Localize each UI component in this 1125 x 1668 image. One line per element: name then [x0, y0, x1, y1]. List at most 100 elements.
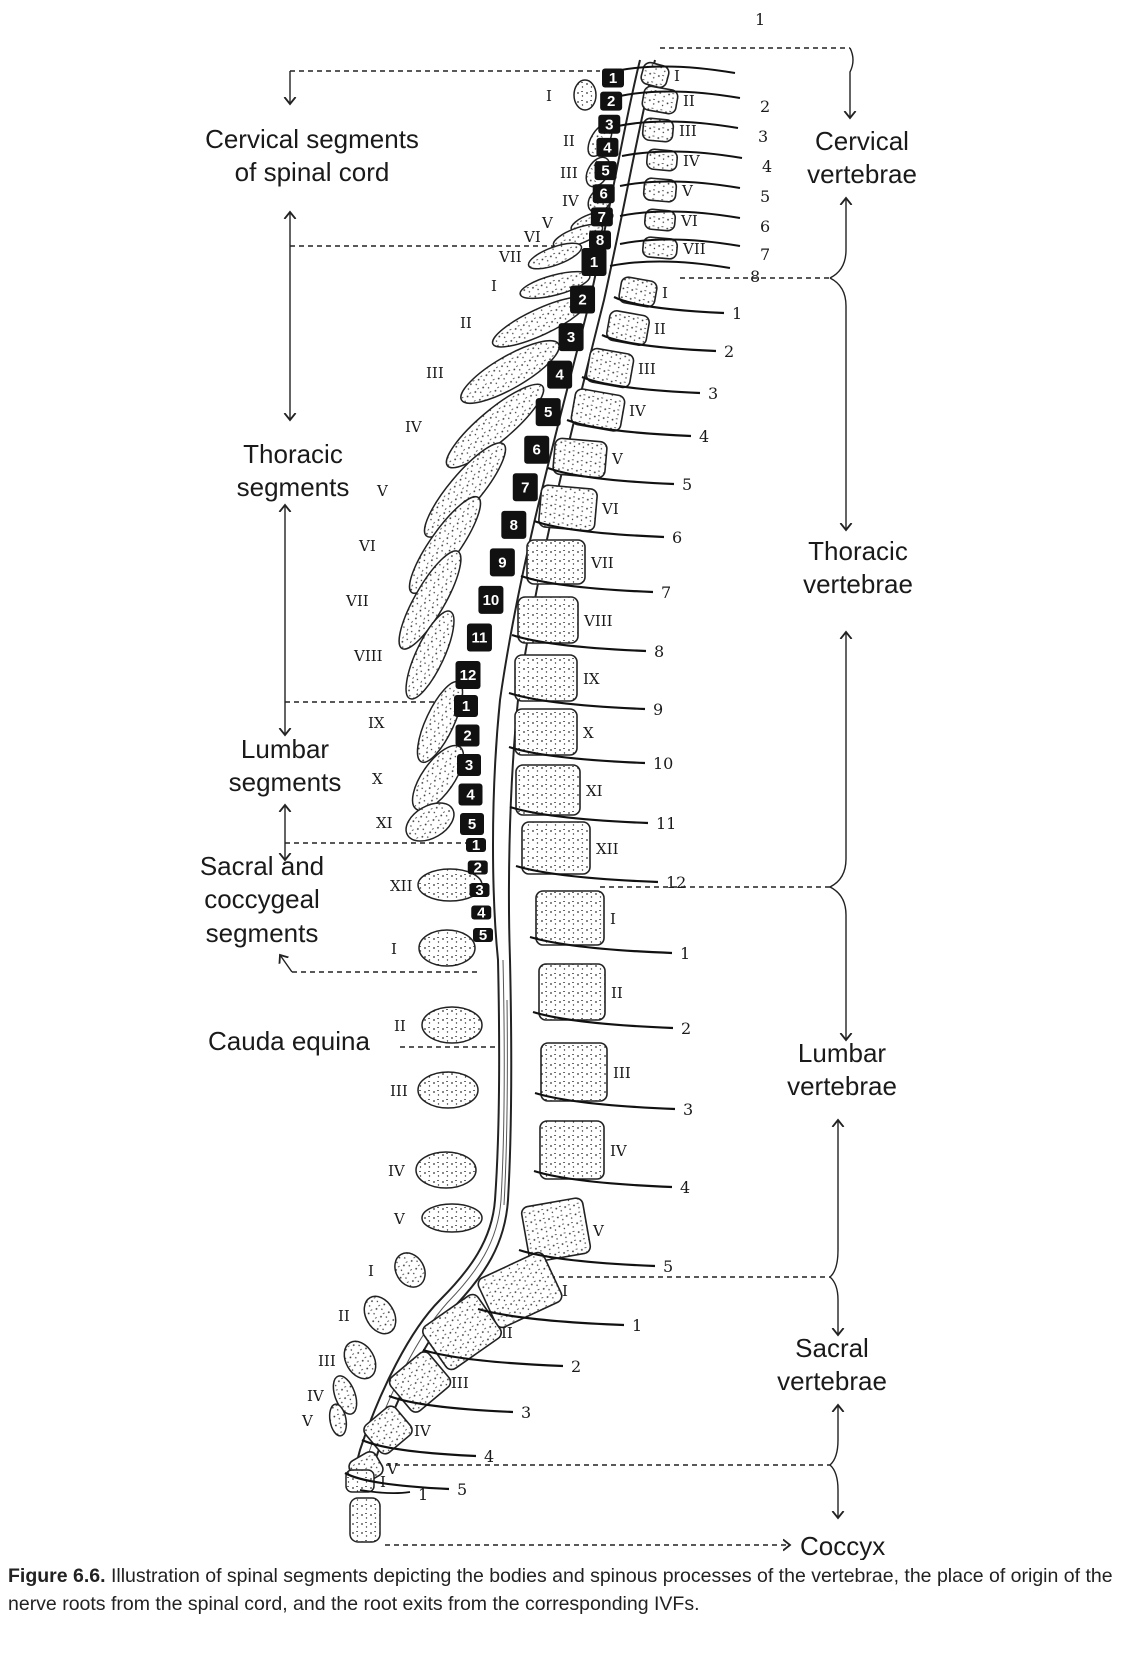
- spinous-process-thoracic-10: X: [372, 744, 465, 812]
- body-roman-label: II: [501, 1324, 513, 1342]
- spinous-roman-label: II: [563, 132, 575, 150]
- spinous-process-sacral-5: V: [301, 1403, 348, 1437]
- spinous-shape: [343, 1340, 377, 1380]
- body-shape: [535, 890, 605, 946]
- spinous-shape: [527, 242, 583, 270]
- cord-segment-cervical-2: 2: [600, 91, 623, 111]
- vertebral-body-thoracic-10: X: [514, 708, 594, 756]
- body-roman-label: IX: [583, 670, 600, 688]
- spinous-process-cervical-7: VII: [498, 242, 583, 270]
- vertebral-body-lumbar-3: III: [540, 1042, 631, 1102]
- spinous-roman-label: IX: [368, 714, 385, 732]
- vertebral-body-cervical-4: IV: [645, 148, 701, 172]
- segment-label: 12: [460, 667, 477, 684]
- segment-label: 10: [483, 592, 500, 609]
- segment-block: [596, 137, 619, 157]
- vertebral-body-lumbar-2: II: [538, 963, 623, 1021]
- coccyx-body: I: [345, 1469, 386, 1543]
- nerve-number: 7: [661, 583, 671, 602]
- region-labels: Cervical segments of spinal cord Thoraci…: [200, 124, 917, 1560]
- body-roman-label: I: [610, 910, 616, 928]
- nerve-number: 2: [681, 1019, 691, 1038]
- segment-block: [602, 68, 624, 88]
- root-line: [566, 418, 692, 438]
- body-roman-label: IV: [683, 152, 701, 170]
- root-line: [619, 180, 741, 189]
- vertebral-body-sacral-1: I: [477, 1251, 568, 1329]
- nerve-root-thoracic-12: 12: [515, 864, 686, 892]
- body-roman-label: IV: [629, 402, 647, 420]
- body-shape: [641, 236, 679, 260]
- spinous-process-thoracic-8: VIII: [353, 610, 455, 700]
- body-roman-label: XII: [596, 840, 619, 858]
- vertebral-body-thoracic-12: XII: [521, 821, 619, 875]
- spinous-shape: [405, 802, 455, 842]
- segment-label: 7: [521, 479, 529, 496]
- nerve-root-thoracic-11: 11: [509, 805, 676, 833]
- cord-segment-sacral-2: 2: [467, 860, 488, 877]
- root-line: [520, 574, 654, 594]
- nerve-root-cervical-7: 7: [619, 238, 770, 264]
- nerve-number: 1: [732, 304, 742, 323]
- body-shape: [517, 596, 579, 644]
- cord-segment-lumbar-2: 2: [455, 724, 480, 747]
- body-roman-label: VII: [590, 554, 614, 572]
- nerve-number: 1: [418, 1485, 428, 1504]
- segment-block: [489, 548, 515, 577]
- vertebral-body-cervical-2: II: [641, 85, 695, 115]
- root-line: [515, 864, 659, 884]
- body-roman-label: XI: [586, 782, 603, 800]
- label-thoracic-segments-2: segments: [237, 472, 350, 502]
- segment-block: [471, 905, 492, 920]
- cord-segment-thoracic-10: 10: [478, 585, 504, 614]
- nerve-root-cervical-6: 6: [619, 210, 770, 236]
- body-roman-label: I: [562, 1282, 568, 1300]
- label-lumbar-vertebrae-1: Lumbar: [798, 1038, 886, 1068]
- nerve-root-thoracic-4: 4: [566, 418, 709, 446]
- segment-label: 3: [605, 116, 613, 133]
- spinous-shape: [421, 1203, 483, 1233]
- root-line: [547, 466, 675, 486]
- nerve-number: 1: [632, 1316, 642, 1335]
- cord-segment-thoracic-1: 1: [581, 248, 607, 276]
- spinous-shape: [421, 1006, 483, 1044]
- vertebral-body-lumbar-1: I: [535, 890, 616, 946]
- nerve-root-lumbar-4: 4: [533, 1169, 690, 1197]
- body-shape: [363, 1405, 413, 1455]
- nerve-root-lumbar-1: 1: [529, 935, 690, 963]
- root-line: [614, 65, 736, 74]
- spinous-roman-label: V: [541, 214, 554, 232]
- nerve-number: 3: [683, 1100, 693, 1119]
- spinous-processes: IIIIIIIVVVIVIIIIIIIIIVVVIVIIVIIIIXXXIXII…: [301, 79, 614, 1437]
- cord-segment-thoracic-9: 9: [489, 548, 515, 577]
- root-line: [601, 334, 717, 353]
- root-line: [533, 1169, 673, 1189]
- cord-segment-thoracic-2: 2: [570, 285, 596, 314]
- spinous-shape: [411, 744, 465, 812]
- nerve-number: 3: [521, 1403, 531, 1422]
- cord-segment-cervical-1: 1: [602, 68, 624, 88]
- segment-label: 2: [463, 728, 471, 745]
- root-line: [619, 90, 741, 99]
- segment-label: 6: [600, 186, 608, 203]
- spinous-roman-label: VII: [345, 592, 369, 610]
- vertebral-body-cervical-5: V: [642, 177, 694, 203]
- segment-label: 1: [609, 70, 617, 87]
- nerve-number: 1: [680, 944, 690, 963]
- body-shape: [422, 1293, 502, 1371]
- spinous-shape: [418, 929, 476, 967]
- nerve-root-thoracic-1: 1: [613, 296, 742, 323]
- left-brackets: [280, 70, 600, 1048]
- body-roman-label: I: [380, 1473, 386, 1491]
- body-roman-label: III: [679, 122, 697, 140]
- segment-block: [535, 398, 561, 427]
- segment-block: [469, 883, 490, 897]
- nerve-root-lumbar-2: 2: [532, 1010, 691, 1038]
- label-cervical-vertebrae-2: vertebrae: [807, 159, 917, 189]
- nerve-root-thoracic-3: 3: [581, 375, 718, 403]
- spinous-shape: [552, 223, 604, 249]
- nerve-root-sacral-3: 3: [388, 1394, 531, 1422]
- vertebral-body-thoracic-6: VI: [538, 484, 619, 532]
- body-shape: [643, 208, 677, 232]
